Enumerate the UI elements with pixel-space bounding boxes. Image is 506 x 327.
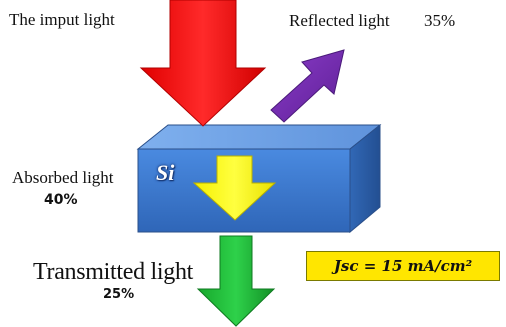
transmitted-light-arrow-icon bbox=[196, 235, 276, 327]
absorbed-light-arrow-icon bbox=[192, 155, 277, 221]
transmitted-light-label: Transmitted light bbox=[33, 259, 194, 285]
absorbed-light-label: Absorbed light bbox=[12, 168, 114, 187]
input-light-label: The imput light bbox=[9, 10, 115, 29]
input-light-arrow-icon bbox=[139, 0, 267, 127]
reflected-light-percent: 35% bbox=[424, 11, 456, 30]
transmitted-light-percent: 25% bbox=[103, 287, 135, 302]
jsc-equation: Jsc = 15 mA/cm² bbox=[333, 257, 473, 275]
jsc-value-box: Jsc = 15 mA/cm² bbox=[306, 251, 500, 281]
reflected-light-label: Reflected light bbox=[289, 11, 390, 30]
silicon-block-top-face bbox=[136, 124, 382, 150]
absorbed-light-percent: 40% bbox=[44, 192, 78, 208]
reflected-light-arrow-icon bbox=[270, 49, 345, 123]
material-label: Si bbox=[156, 160, 175, 185]
